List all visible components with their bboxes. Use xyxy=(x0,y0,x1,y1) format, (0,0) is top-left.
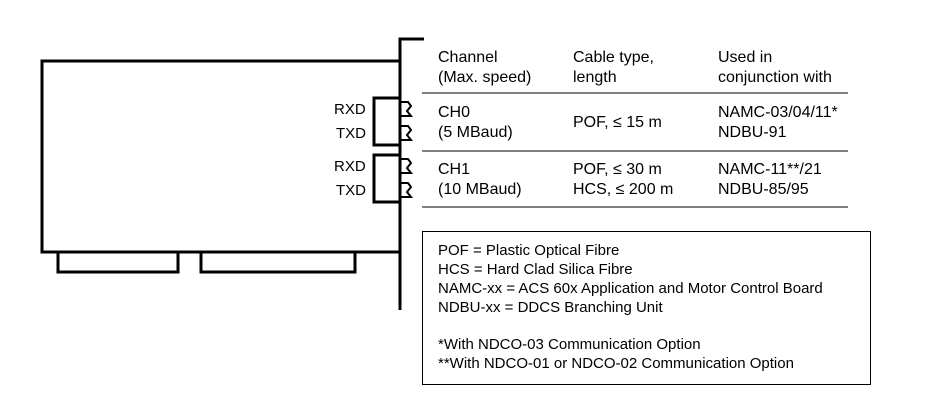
ch0-tx-port xyxy=(400,125,414,141)
ch1-txd-label: TXD xyxy=(336,182,366,199)
ch1-tx-port xyxy=(400,182,414,198)
ch0-cable: POF, ≤ 15 m xyxy=(573,114,662,131)
ch0-used-1: NAMC-03/04/11* xyxy=(718,104,838,121)
header-channel-line1: Channel xyxy=(438,49,498,66)
ch1-cable-2: HCS, ≤ 200 m xyxy=(573,181,674,198)
ch1-used-2: NDBU-85/95 xyxy=(718,181,809,198)
ch0-channel: CH0 xyxy=(438,104,471,121)
ch1-rxd-label: RXD xyxy=(334,158,366,175)
mounting-bracket xyxy=(398,37,424,310)
header-used-line2: conjunction with xyxy=(718,69,832,86)
legend-line-pof: POF = Plastic Optical Fibre xyxy=(438,242,620,259)
ch0-rxd-label: RXD xyxy=(334,101,366,118)
ch0-rx-port xyxy=(400,101,414,117)
edge-connector-right xyxy=(199,252,357,274)
ch0-txd-label: TXD xyxy=(336,125,366,142)
legend-line-namc: NAMC-xx = ACS 60x Application and Motor … xyxy=(438,280,823,297)
header-cable-line2: length xyxy=(573,69,617,86)
legend-line-hcs: HCS = Hard Clad Silica Fibre xyxy=(438,261,633,278)
header-used-line1: Used in xyxy=(718,49,773,66)
ch1-connector xyxy=(372,153,402,204)
legend-box: POF = Plastic Optical Fibre HCS = Hard C… xyxy=(422,231,871,385)
ch1-rx-port xyxy=(400,158,414,174)
header-cable-line1: Cable type, xyxy=(573,49,654,66)
ch0-speed: (5 MBaud) xyxy=(438,124,513,141)
ch0-connector xyxy=(372,96,402,147)
ch1-used-1: NAMC-11**/21 xyxy=(718,161,822,178)
ch1-speed: (10 MBaud) xyxy=(438,181,522,198)
ch0-used-2: NDBU-91 xyxy=(718,124,787,141)
ch1-cable-1: POF, ≤ 30 m xyxy=(573,161,662,178)
legend-line-ndbu: NDBU-xx = DDCS Branching Unit xyxy=(438,299,663,316)
card-outline xyxy=(40,59,400,254)
ch1-channel: CH1 xyxy=(438,161,471,178)
edge-connector-left xyxy=(56,252,180,274)
header-channel-line2: (Max. speed) xyxy=(438,69,532,86)
legend-note-2: **With NDCO-01 or NDCO-02 Communication … xyxy=(438,355,794,372)
legend-note-1: *With NDCO-03 Communication Option xyxy=(438,336,701,353)
